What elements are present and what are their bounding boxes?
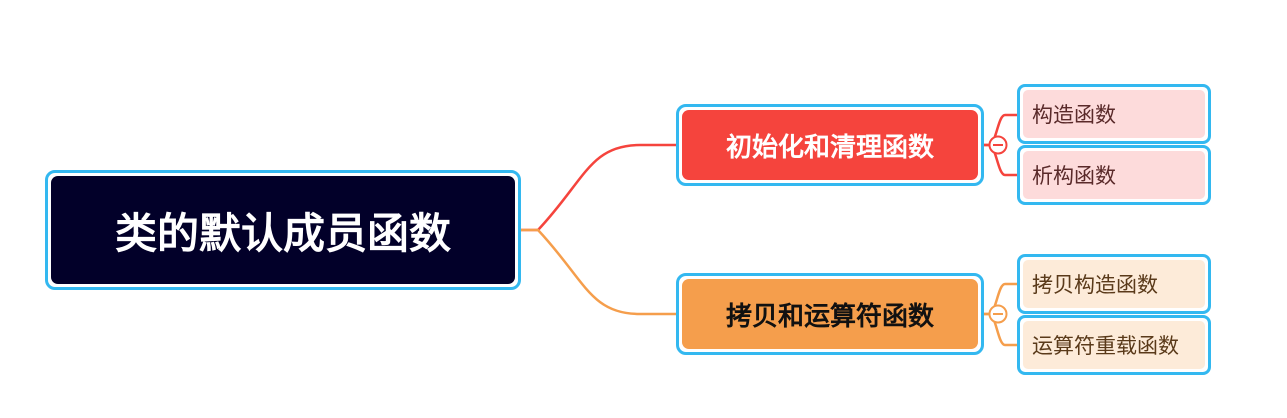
branch-topic-label: 初始化和清理函数 [682,110,978,180]
root-topic[interactable]: 类的默认成员函数 [45,170,521,290]
leaf-topic-label: 构造函数 [1023,90,1205,138]
branch-topic-label: 拷贝和运算符函数 [682,279,978,349]
leaf-topic-destructor[interactable]: 析构函数 [1017,145,1211,205]
connector-root-branch-1 [521,143,676,232]
leaf-topic-copy-constructor[interactable]: 拷贝构造函数 [1017,254,1211,314]
leaf-topic-constructor[interactable]: 构造函数 [1017,84,1211,144]
branch-topic-init-cleanup[interactable]: 初始化和清理函数 [676,104,984,186]
branch-topic-copy-operator[interactable]: 拷贝和运算符函数 [676,273,984,355]
leaf-topic-label: 运算符重载函数 [1023,321,1205,369]
leaf-topic-label: 析构函数 [1023,151,1205,199]
leaf-topic-operator-overload[interactable]: 运算符重载函数 [1017,315,1211,375]
minus-circle-icon[interactable] [988,304,1008,324]
minus-circle-icon[interactable] [988,135,1008,155]
leaf-topic-label: 拷贝构造函数 [1023,260,1205,308]
connector-root-branch-2 [521,228,676,316]
root-topic-label: 类的默认成员函数 [51,176,515,284]
